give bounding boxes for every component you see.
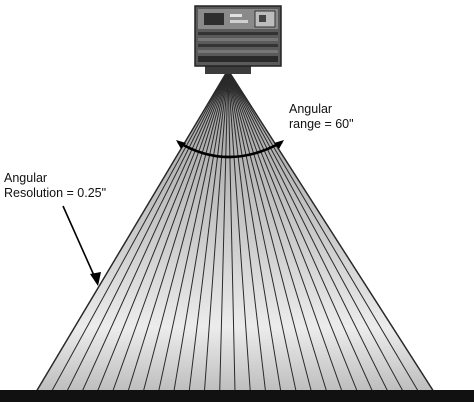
beam-line: [227, 69, 374, 393]
beam-line: [127, 69, 229, 393]
beam-lines: [35, 69, 435, 393]
beam-line: [227, 69, 389, 393]
beam-line: [203, 69, 229, 393]
beam-line: [227, 69, 282, 393]
arc-arrowhead-left: [176, 140, 186, 149]
resolution-pointer-arrowhead: [90, 272, 101, 286]
beam-line: [66, 69, 229, 393]
beam-line: [35, 69, 229, 393]
ground-surface: [0, 390, 474, 402]
beam-line: [142, 69, 229, 393]
beam-line: [173, 69, 229, 393]
beam-line: [227, 69, 251, 393]
beam-line: [188, 69, 229, 393]
beam-line: [50, 69, 229, 393]
beam-line: [227, 69, 343, 393]
beam-fan: [34, 68, 436, 393]
angular-range-label-line1: Angular: [289, 102, 333, 116]
beam-line: [227, 69, 420, 393]
beam-line: [227, 69, 435, 393]
resolution-pointer-line: [62, 205, 97, 281]
angular-resolution-label-line2: Resolution = 0.25": [4, 186, 107, 200]
angular-resolution-label: Angular Resolution = 0.25": [4, 171, 106, 201]
beam-line: [112, 69, 229, 393]
beam-line: [96, 69, 229, 393]
angular-range-arc: [177, 140, 283, 159]
beam-line: [219, 69, 229, 393]
laser-scanner-device: [194, 5, 282, 74]
angular-range-label-line2: range = 60": [289, 117, 354, 131]
beam-line: [81, 69, 229, 393]
beam-line: [227, 69, 328, 393]
beam-line: [227, 69, 404, 393]
beam-line: [227, 69, 236, 393]
beam-line: [227, 69, 267, 393]
angular-range-label: Angular range = 60": [289, 102, 354, 132]
beam-line: [158, 69, 229, 393]
arc-arrowhead-right: [274, 140, 284, 149]
beam-line: [227, 69, 312, 393]
beam-line: [227, 69, 358, 393]
beam-line: [227, 69, 297, 393]
angular-resolution-label-line1: Angular: [4, 171, 48, 185]
